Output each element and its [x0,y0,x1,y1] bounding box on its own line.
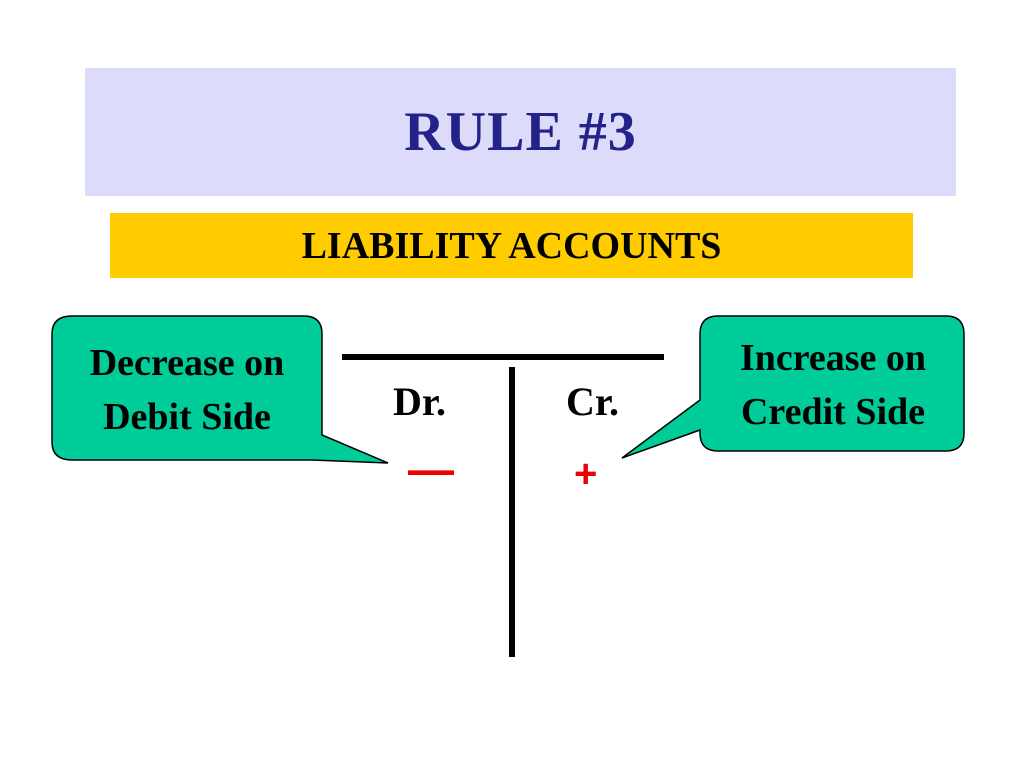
subtitle-band: LIABILITY ACCOUNTS [110,213,913,278]
right-callout-bubble [621,315,965,459]
slide-subtitle: LIABILITY ACCOUNTS [301,224,722,267]
left-callout-text: Decrease on Debit Side [58,336,316,444]
left-callout-line2: Debit Side [103,396,271,438]
credit-plus-sign: + [574,452,598,496]
credit-label: Cr. [566,379,619,424]
left-callout-bubble [51,315,389,464]
right-callout-line2: Credit Side [740,391,926,433]
right-callout-text: Increase on Credit Side [704,331,962,439]
debit-label: Dr. [393,379,446,424]
slide-title: RULE #3 [404,101,637,163]
debit-minus-sign: — [408,443,454,495]
right-callout-line1: Increase on [739,337,927,379]
title-band: RULE #3 [85,68,956,196]
left-callout-line1: Decrease on [89,342,285,384]
